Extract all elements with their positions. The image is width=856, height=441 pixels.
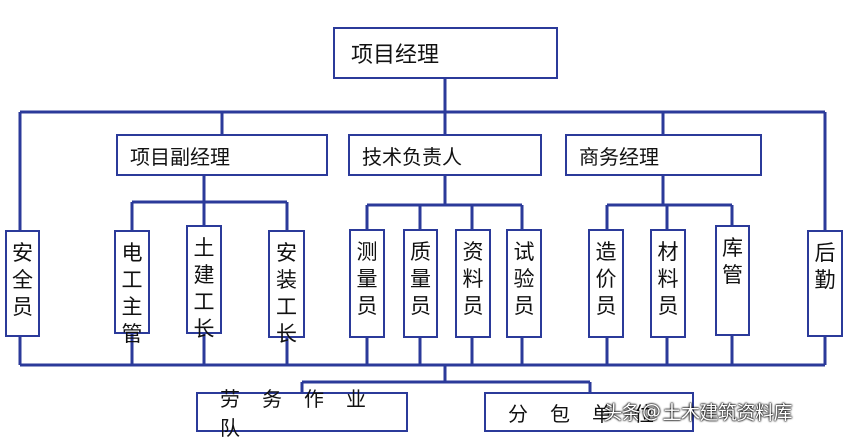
- node-installation-foreman: 安装工长: [268, 230, 305, 346]
- node-label: 安全员: [12, 241, 33, 319]
- node-label: 造价员: [595, 240, 617, 318]
- watermark-platform: 头条: [603, 401, 641, 424]
- node-label: 分包单位: [508, 401, 676, 426]
- node-safety-officer: 安全员: [5, 230, 40, 337]
- node-label: 材料员: [657, 240, 679, 318]
- node-label: 技术负责人: [362, 144, 462, 169]
- node-electrical-supervisor: 电工主管: [114, 230, 150, 346]
- node-label: 项目副经理: [130, 144, 230, 169]
- node-materials-clerk: 材料员: [650, 229, 686, 338]
- node-labor-team: 劳务作业队: [196, 387, 408, 440]
- node-technical-lead: 技术负责人: [348, 134, 542, 176]
- node-quality-inspector: 质量员: [403, 229, 438, 338]
- node-label: 项目经理: [351, 43, 440, 68]
- node-label: 电工主管: [121, 241, 143, 346]
- node-project-manager: 项目经理: [333, 27, 558, 79]
- node-label: 安装工长: [276, 241, 297, 346]
- node-deputy-manager: 项目副经理: [116, 134, 328, 176]
- node-subcontractor: 分包单位: [484, 392, 694, 432]
- node-label: 土建工长: [193, 236, 215, 341]
- node-business-manager: 商务经理: [565, 134, 762, 176]
- node-label: 劳务作业队: [220, 387, 388, 440]
- node-label: 质量员: [410, 240, 431, 318]
- node-label: 试验员: [513, 240, 535, 318]
- node-civil-foreman: 土建工长: [186, 225, 222, 341]
- node-cost-estimator: 造价员: [588, 229, 624, 338]
- node-test-technician: 试验员: [506, 229, 542, 338]
- watermark-at: @: [642, 400, 661, 422]
- node-logistics: 后勤: [807, 230, 843, 337]
- node-storekeeper: 库管: [715, 225, 750, 336]
- watermark-account: 土木建筑资料库: [662, 401, 793, 424]
- watermark: 头条 @ 土木建筑资料库: [603, 396, 793, 426]
- node-label: 测量员: [356, 240, 378, 318]
- node-surveyor: 测量员: [349, 229, 385, 338]
- node-document-clerk: 资料员: [455, 229, 491, 338]
- node-label: 库管: [722, 236, 743, 287]
- node-label: 资料员: [462, 240, 484, 318]
- node-label: 商务经理: [579, 144, 659, 169]
- node-label: 后勤: [814, 241, 836, 292]
